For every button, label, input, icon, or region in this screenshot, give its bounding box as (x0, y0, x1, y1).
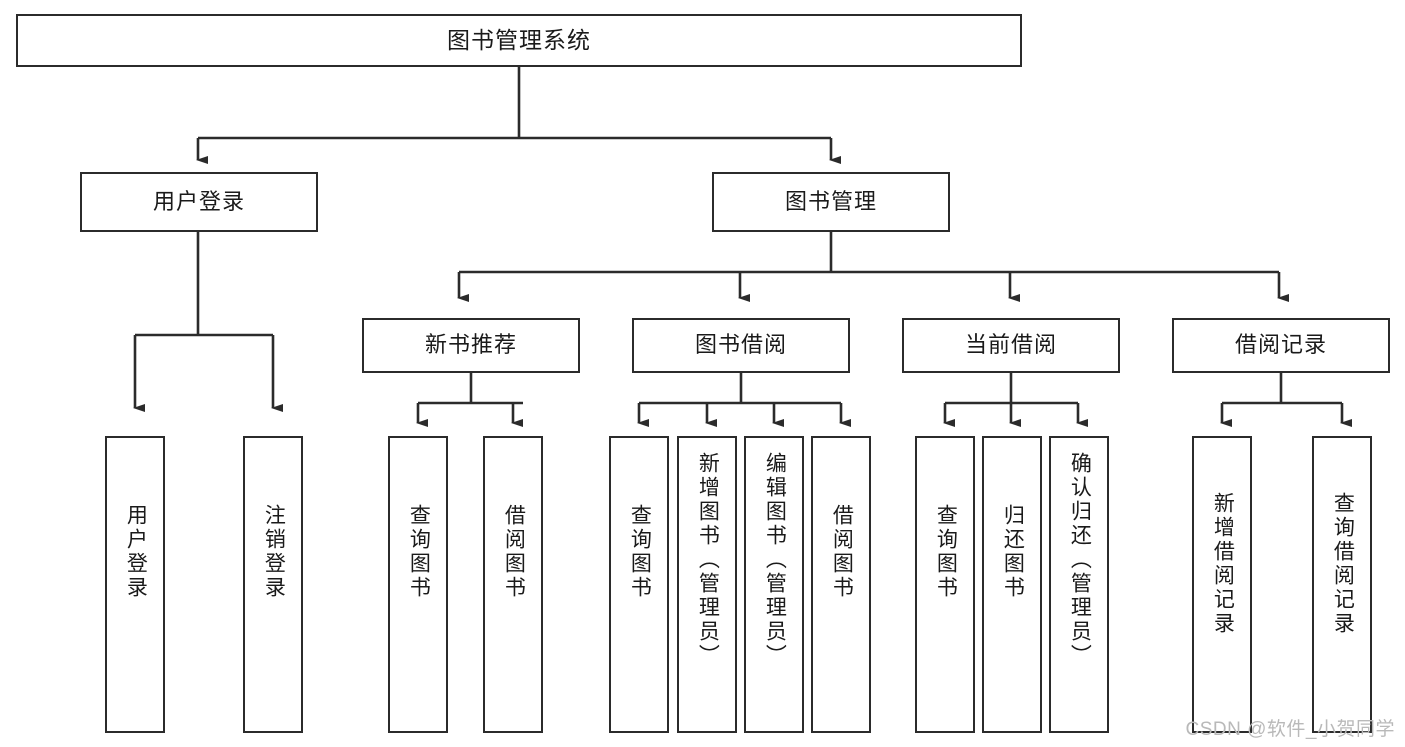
leaf-borrow-query-book[interactable]: 查询图书 (609, 436, 669, 733)
leaf-new-books-borrow-book[interactable]: 借阅图书 (483, 436, 543, 733)
node-new-book-recommendation[interactable]: 新书推荐 (362, 318, 580, 373)
node-current-borrowing[interactable]: 当前借阅 (902, 318, 1120, 373)
node-user-login[interactable]: 用户登录 (80, 172, 318, 232)
node-label: 查询图书 (407, 504, 431, 600)
node-borrow-records[interactable]: 借阅记录 (1172, 318, 1390, 373)
leaf-records-add-record[interactable]: 新增借阅记录 (1192, 436, 1252, 733)
leaf-user-login-login[interactable]: 用户登录 (105, 436, 165, 733)
node-label: 图书管理系统 (447, 27, 591, 54)
node-root-book-management-system[interactable]: 图书管理系统 (16, 14, 1022, 67)
leaf-borrow-add-book-admin[interactable]: 新增图书（管理员） (677, 436, 737, 733)
node-label: 图书管理 (784, 188, 877, 214)
leaf-current-return-book[interactable]: 归还图书 (982, 436, 1042, 733)
leaf-borrow-edit-book-admin[interactable]: 编辑图书（管理员） (744, 436, 804, 733)
leaf-records-query-record[interactable]: 查询借阅记录 (1312, 436, 1372, 733)
node-label: 注销登录 (262, 504, 286, 600)
csdn-watermark: CSDN @软件_小贺同学 (1185, 719, 1395, 740)
node-label: 查询图书 (934, 504, 958, 600)
leaf-current-query-book[interactable]: 查询图书 (915, 436, 975, 733)
node-label: 当前借阅 (964, 332, 1057, 358)
node-label: 用户登录 (124, 504, 148, 600)
node-label: 用户登录 (152, 188, 245, 214)
node-label: 借阅图书 (830, 504, 854, 600)
node-book-borrowing[interactable]: 图书借阅 (632, 318, 850, 373)
node-label: 新增图书（管理员） (696, 452, 720, 668)
node-label: 查询图书 (628, 504, 652, 600)
leaf-user-login-logout[interactable]: 注销登录 (243, 436, 303, 733)
node-label: 新书推荐 (424, 332, 517, 358)
node-book-management[interactable]: 图书管理 (712, 172, 950, 232)
node-label: 新增借阅记录 (1211, 492, 1235, 636)
leaf-current-confirm-return-admin[interactable]: 确认归还（管理员） (1049, 436, 1109, 733)
node-label: 图书借阅 (694, 332, 787, 358)
node-label: 查询借阅记录 (1331, 492, 1355, 636)
node-label: 归还图书 (1001, 504, 1025, 600)
leaf-borrow-borrow-book[interactable]: 借阅图书 (811, 436, 871, 733)
node-label: 确认归还（管理员） (1068, 452, 1092, 668)
node-label: 借阅图书 (502, 504, 526, 600)
node-label: 编辑图书（管理员） (763, 452, 787, 668)
node-label: 借阅记录 (1234, 332, 1327, 358)
leaf-new-books-query-book[interactable]: 查询图书 (388, 436, 448, 733)
